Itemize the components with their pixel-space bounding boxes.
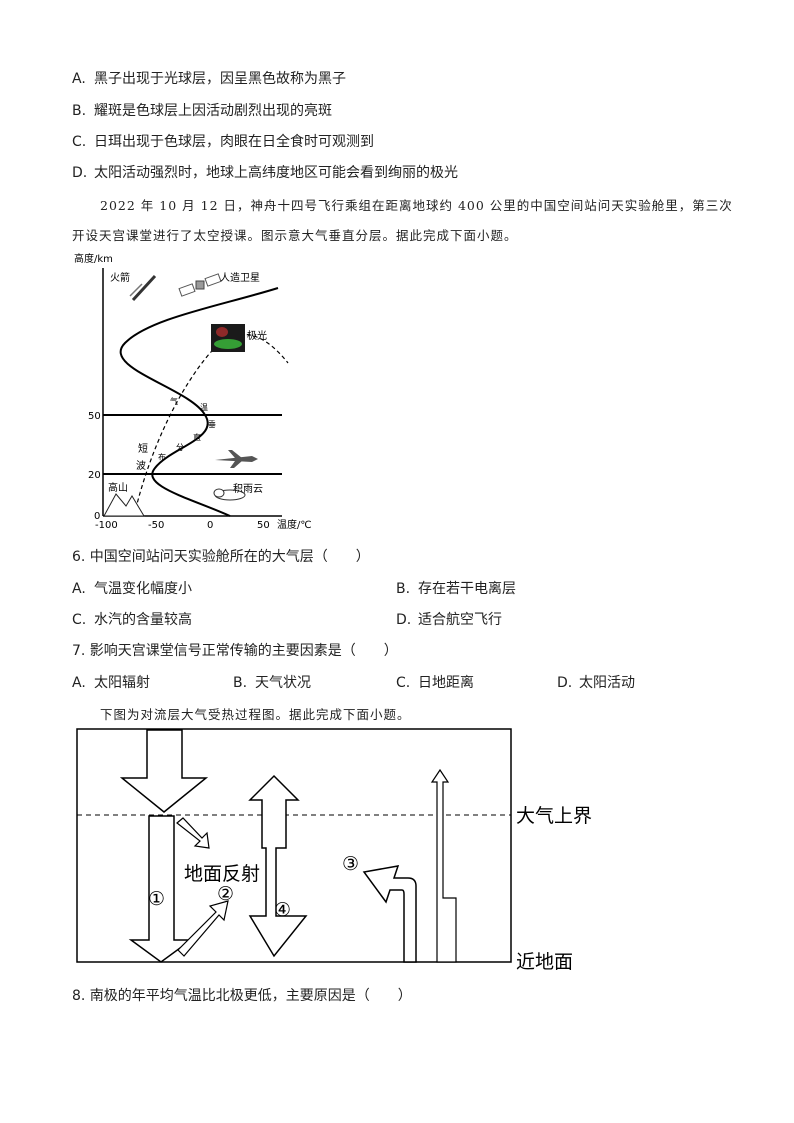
y-tick-20: 20 (88, 470, 101, 481)
shortwave-radiation-curve (133, 333, 289, 517)
q6-stem: 6. 中国空间站问天实验舱所在的大气层（ ） (72, 549, 370, 565)
x-tick-neg100: -100 (95, 520, 118, 531)
marker-2: ② (217, 883, 234, 905)
marker-3: ③ (342, 853, 359, 875)
q5-option-c[interactable]: C.日珥出现于色球层，肉眼在日全食时可观测到 (72, 134, 374, 150)
q7-option-a[interactable]: A.太阳辐射 (72, 675, 150, 691)
y-axis-label: 高度/km (74, 252, 113, 265)
satellite-icon (178, 273, 222, 297)
x-axis-label: 温度/℃ (277, 518, 312, 531)
x-tick-50: 50 (257, 520, 270, 531)
rocket-label: 火箭 (110, 271, 130, 284)
x-tick-neg50: -50 (148, 520, 164, 531)
cumulonimbus-cloud-icon (213, 488, 246, 501)
y-tick-50: 50 (88, 411, 101, 422)
x-tick-0: 0 (207, 520, 213, 531)
q7-option-c[interactable]: C.日地距离 (396, 675, 474, 691)
q7-option-d[interactable]: D.太阳活动 (557, 675, 635, 691)
top-boundary-label: 大气上界 (516, 805, 592, 827)
marker-4: ④ (274, 899, 291, 921)
mountain-icon (103, 493, 145, 517)
q6-option-c[interactable]: C.水汽的含量较高 (72, 612, 192, 628)
curve-label-char-3: 垂 (208, 419, 216, 429)
aurora-label: 极光 (247, 329, 267, 342)
q6-option-a[interactable]: A.气温变化幅度小 (72, 581, 192, 597)
temperature-curve (119, 287, 279, 517)
curve-label-char-2: 温 (200, 403, 208, 412)
aurora-image (211, 324, 245, 352)
arrow-1 (128, 815, 194, 963)
q7-option-b[interactable]: B.天气状况 (233, 675, 311, 691)
q5-option-b[interactable]: B.耀斑是色球层上因活动剧烈出现的亮斑 (72, 103, 332, 119)
outgoing-radiation-arrow (430, 768, 457, 963)
curve-label-char-4: 直 (193, 432, 201, 442)
marker-1: ① (148, 888, 165, 910)
q7-stem: 7. 影响天宫课堂信号正常传输的主要因素是（ ） (72, 643, 398, 659)
cloud-label: 积雨云 (233, 483, 263, 495)
satellite-label: 人造卫星 (220, 271, 260, 284)
arrow-2 (177, 900, 229, 957)
intro-paragraph-line-2: 开设天宫课堂进行了太空授课。图示意大气垂直分层。据此完成下面小题。 (72, 228, 518, 243)
y-tick-0: 0 (94, 511, 100, 522)
q8-stem: 8. 南极的年平均气温比北极更低，主要原因是（ ） (72, 988, 412, 1004)
atmosphere-layers-figure: 高度/km 温度/℃ 50 20 0 -100 -50 0 50 火箭 人造卫星… (74, 252, 312, 531)
ground-reflection-arrow (176, 817, 210, 849)
q5-option-a[interactable]: A.黑子出现于光球层，因呈黑色故称为黑子 (72, 71, 346, 87)
ground-reflection-label: 地面反射 (184, 863, 260, 885)
airplane-icon (215, 450, 258, 468)
rocket-icon (129, 274, 157, 302)
arrow-3-body (362, 865, 417, 963)
q6-option-b[interactable]: B.存在若干电离层 (396, 581, 516, 597)
curve-label-char-5: 分 (176, 443, 184, 452)
q5-option-d[interactable]: D.太阳活动强烈时，地球上高纬度地区可能会看到绚丽的极光 (72, 165, 458, 181)
heating-process-figure: ① 地面反射 ② ④ ③ 大气上界 近地面 (76, 728, 592, 973)
ground-label: 近地面 (516, 951, 573, 973)
arrow-4 (248, 774, 308, 958)
curve-label-char-6: 布 (158, 452, 166, 462)
intro-paragraph-2: 下图为对流层大气受热过程图。据此完成下面小题。 (100, 707, 411, 722)
shortwave-label-char-2: 波 (136, 459, 146, 472)
mountain-label: 高山 (108, 481, 128, 494)
shortwave-label-char-1: 短 (138, 442, 148, 455)
intro-paragraph-line-1: 2022 年 10 月 12 日，神舟十四号飞行乘组在距离地球约 400 公里的… (100, 198, 733, 213)
solar-radiation-arrow (119, 729, 209, 813)
curve-label-char-1: 气 (170, 396, 178, 406)
q6-option-d[interactable]: D.适合航空飞行 (396, 612, 502, 628)
